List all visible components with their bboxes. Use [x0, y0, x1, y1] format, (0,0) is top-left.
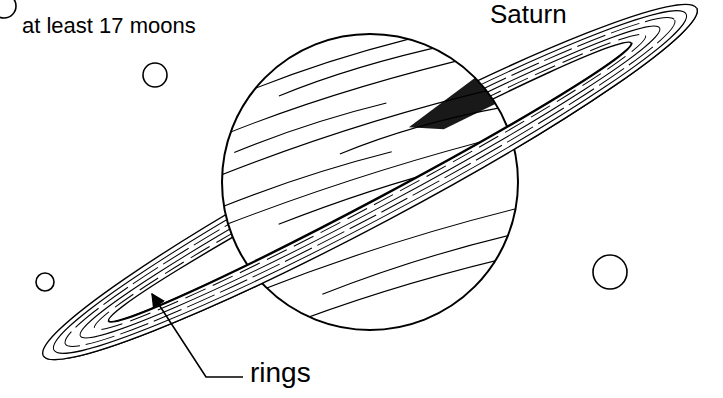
moon [593, 255, 627, 289]
leader-line [152, 294, 243, 377]
title: Saturn [490, 0, 567, 29]
moon [36, 273, 54, 291]
moons-label: at least 17 moons [22, 14, 196, 38]
rings-front [24, 0, 717, 393]
rings-label: rings [250, 358, 311, 389]
rings-back [24, 0, 717, 393]
moon [143, 63, 167, 87]
moon [0, 0, 16, 18]
planet [88, 4, 643, 342]
